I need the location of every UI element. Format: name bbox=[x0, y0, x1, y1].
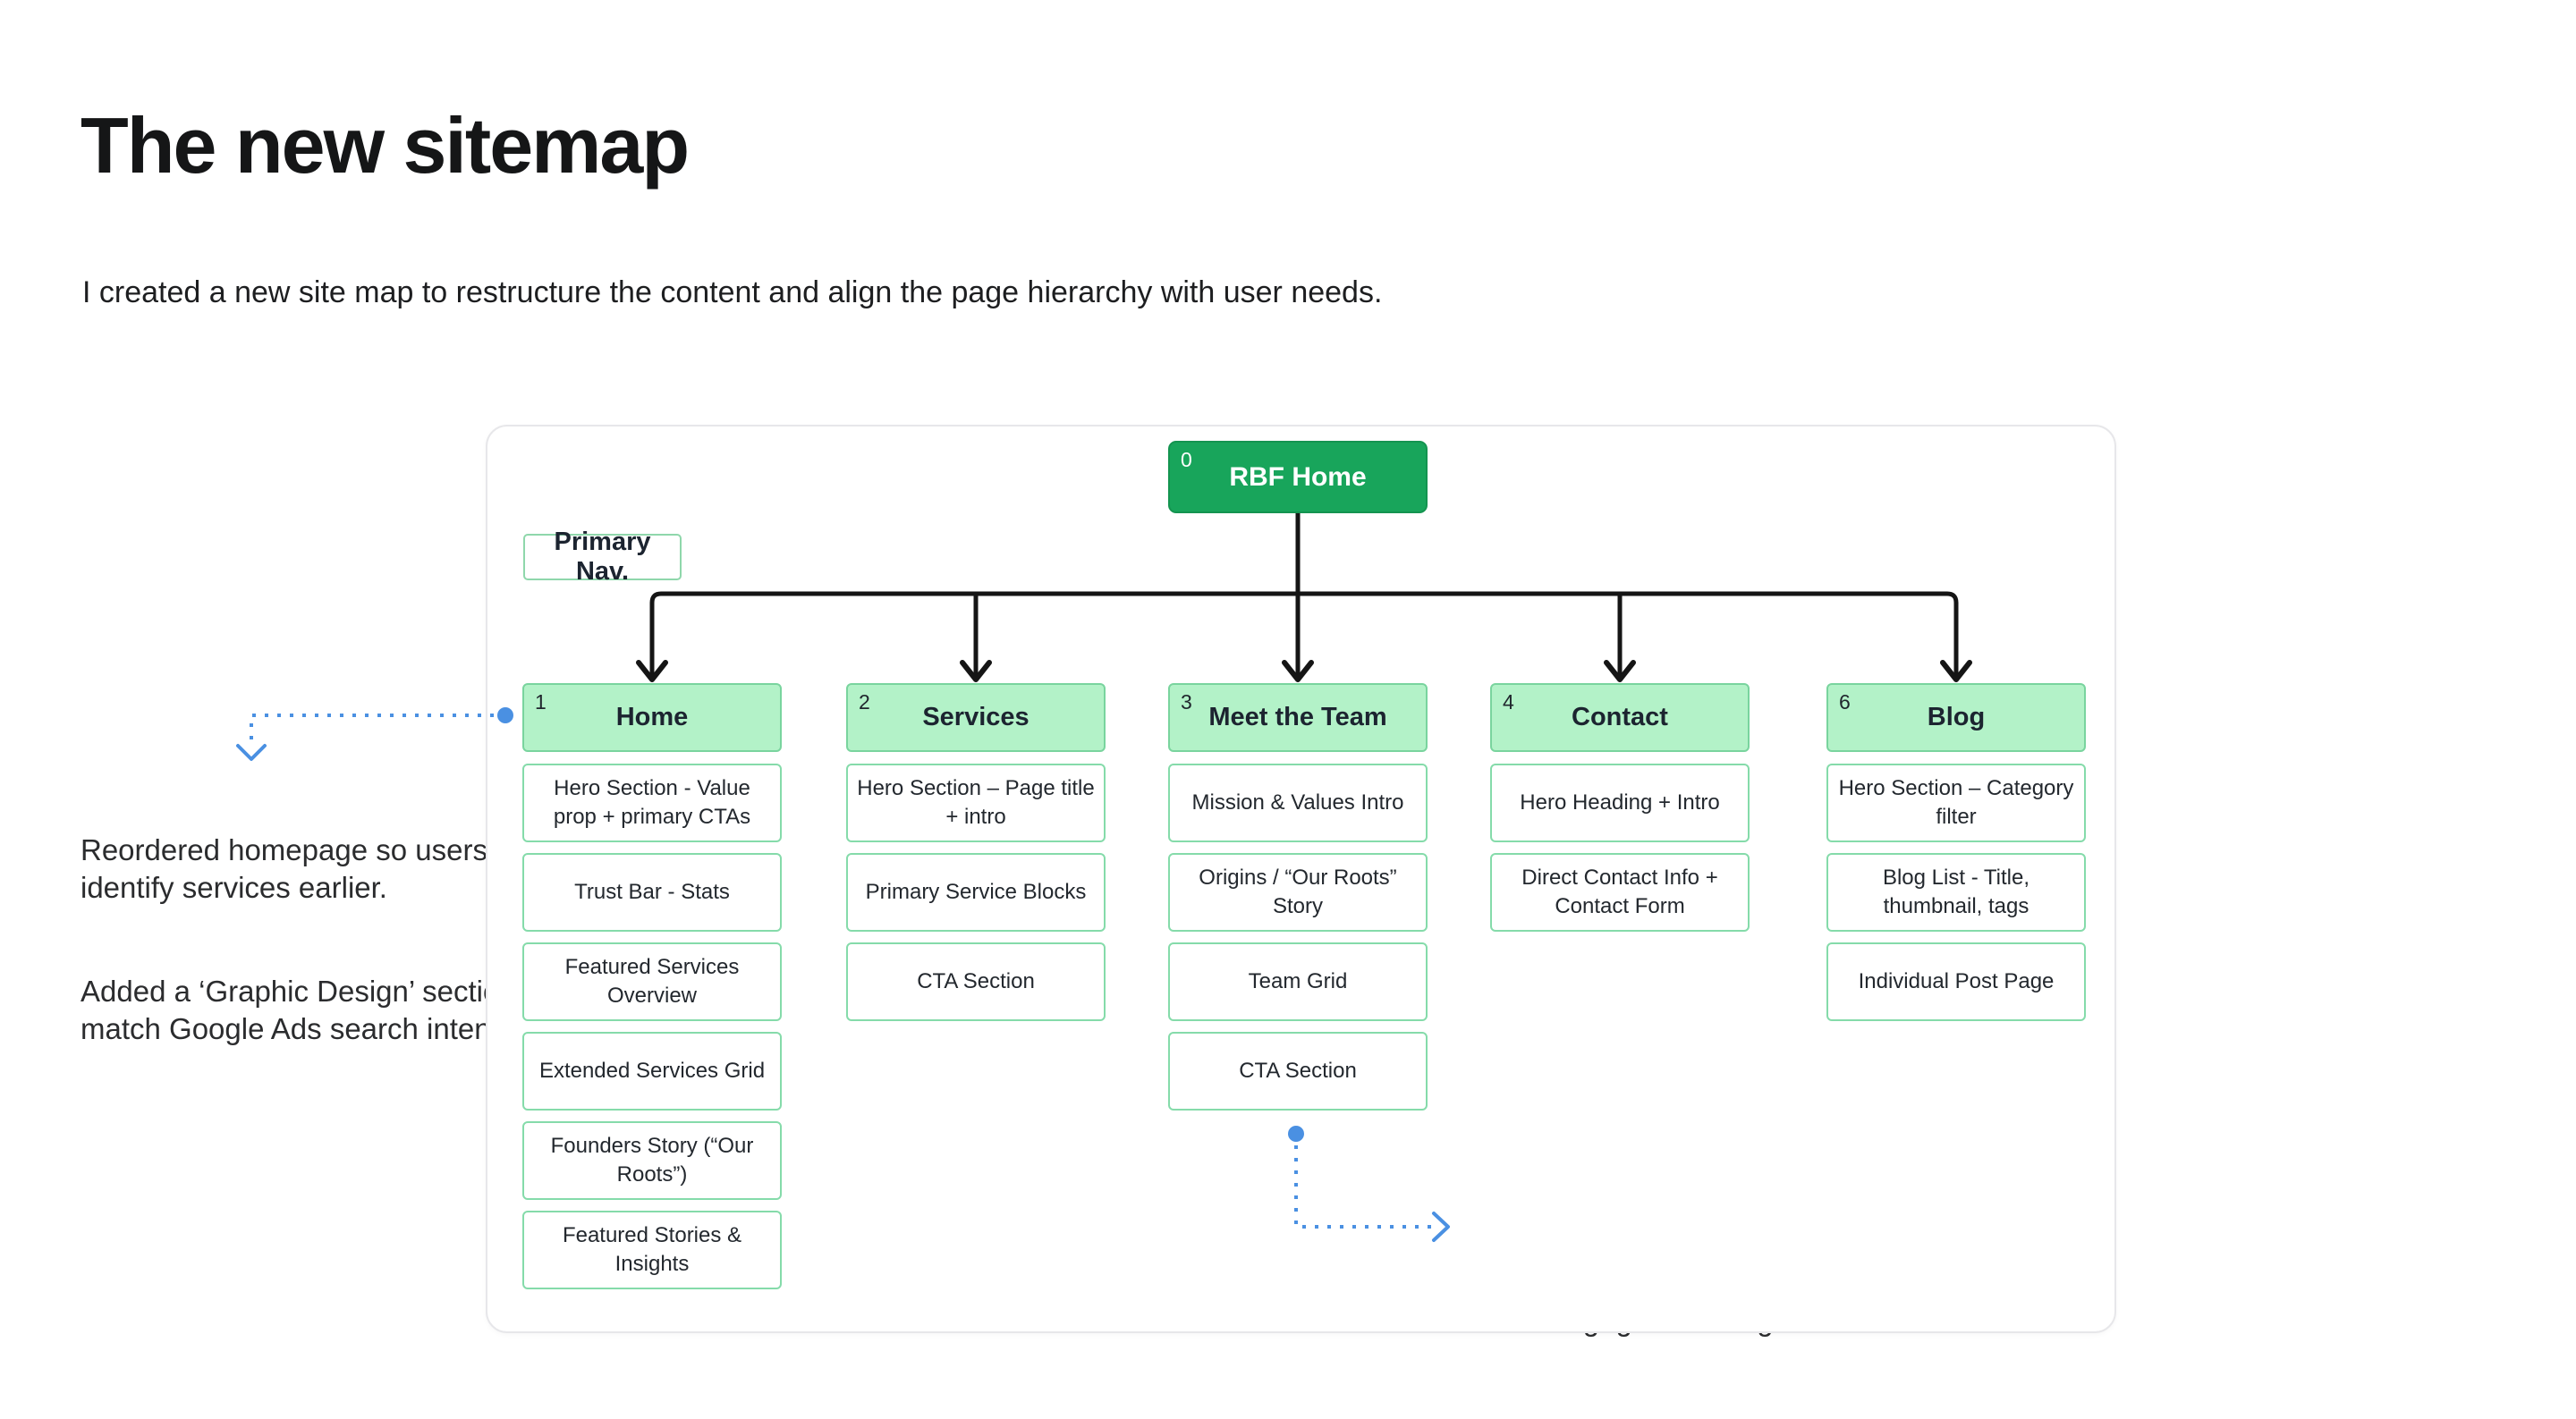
sitemap-child-node: Trust Bar - Stats bbox=[522, 853, 782, 932]
sitemap-child-node: Individual Post Page bbox=[1826, 942, 2086, 1021]
arrowhead-icon bbox=[1282, 660, 1314, 682]
node-label: Blog bbox=[1927, 703, 1986, 731]
primary-nav-label-node: Primary Nav. bbox=[523, 528, 682, 586]
sitemap-child-node: Hero Section - Value prop + primary CTAs bbox=[522, 764, 782, 842]
node-number: 4 bbox=[1503, 690, 1514, 714]
sitemap-child-node: Origins / “Our Roots” Story bbox=[1168, 853, 1428, 932]
node-number: 6 bbox=[1839, 690, 1851, 714]
node-label: RBF Home bbox=[1229, 461, 1367, 492]
page-title: The new sitemap bbox=[80, 101, 690, 190]
sitemap-child-node: Hero Section – Page title + intro bbox=[846, 764, 1106, 842]
sitemap-child-node: Team Grid bbox=[1168, 942, 1428, 1021]
arrow-chevron-down-icon bbox=[236, 744, 267, 761]
arrowhead-icon bbox=[960, 660, 992, 682]
sitemap-child-node: CTA Section bbox=[1168, 1032, 1428, 1111]
homepage-note-arrow bbox=[236, 707, 513, 761]
sitemap-child-node: Founders Story (“Our Roots”) bbox=[522, 1121, 782, 1200]
arrowhead-icon bbox=[1940, 660, 1972, 682]
node-number: 1 bbox=[535, 690, 547, 714]
node-number: 0 bbox=[1181, 448, 1192, 471]
node-label: Primary Nav. bbox=[554, 528, 651, 586]
sitemap-child-node: Hero Heading + Intro bbox=[1490, 764, 1750, 842]
bus-line bbox=[649, 591, 1959, 682]
page-intro: I created a new site map to restructure … bbox=[82, 275, 1383, 309]
sitemap-child-node: Featured Services Overview bbox=[522, 942, 782, 1021]
node-number: 2 bbox=[859, 690, 870, 714]
node-label: Home bbox=[615, 703, 689, 731]
dotted-line bbox=[250, 714, 494, 744]
sitemap-child-node: Direct Contact Info + Contact Form bbox=[1490, 853, 1750, 932]
sitemap-root-node: 0 RBF Home bbox=[1168, 441, 1428, 513]
arrowhead-icon bbox=[636, 660, 668, 682]
arrowhead-icon bbox=[1604, 660, 1636, 682]
node-label: Meet the Team bbox=[1208, 703, 1387, 731]
node-label: Services bbox=[922, 703, 1030, 731]
sitemap-child-node: Extended Services Grid bbox=[522, 1032, 782, 1111]
node-number: 3 bbox=[1181, 690, 1192, 714]
sitemap-child-node: Hero Section – Category filter bbox=[1826, 764, 2086, 842]
sitemap-child-node: Mission & Values Intro bbox=[1168, 764, 1428, 842]
sitemap-child-node: Featured Stories & Insights bbox=[522, 1211, 782, 1289]
node-label: Contact bbox=[1572, 703, 1668, 731]
sitemap-child-node: CTA Section bbox=[846, 942, 1106, 1021]
sitemap-child-node: Primary Service Blocks bbox=[846, 853, 1106, 932]
sitemap-child-node: Blog List - Title, thumbnail, tags bbox=[1826, 853, 2086, 932]
